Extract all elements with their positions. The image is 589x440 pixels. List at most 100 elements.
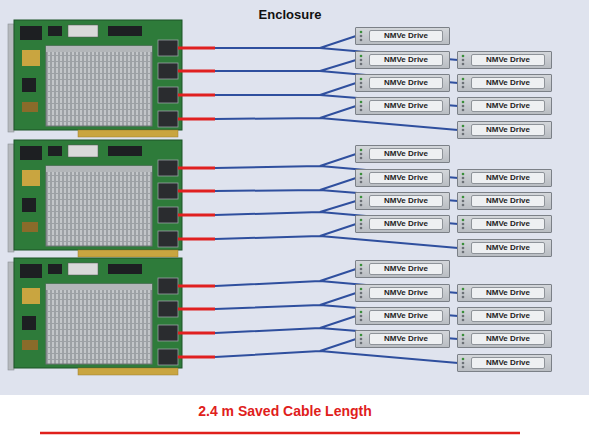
drive-led	[360, 268, 363, 271]
drive-label: NMVe Drive	[471, 242, 545, 254]
drive-label: NMVe Drive	[471, 333, 545, 345]
drive-label: NMVe Drive	[471, 77, 545, 89]
drive-led	[360, 63, 363, 66]
drive-led	[360, 59, 363, 62]
drive-label: NMVe Drive	[471, 54, 545, 66]
drive-led	[462, 358, 465, 361]
drive-leds	[458, 285, 470, 301]
drive-label: NMVe Drive	[471, 310, 545, 322]
drive-led	[360, 105, 363, 108]
drive-label: NMVe Drive	[369, 310, 443, 322]
drive-label: NMVe Drive	[471, 287, 545, 299]
drive-label: NMVe Drive	[369, 100, 443, 112]
drive-led	[360, 149, 363, 152]
nvme-drive: NMVe Drive	[355, 330, 450, 348]
drive-led	[462, 334, 465, 337]
nvme-drive: NMVe Drive	[355, 169, 450, 187]
drive-leds	[356, 331, 368, 347]
drive-led	[462, 338, 465, 341]
drive-label: NMVe Drive	[369, 263, 443, 275]
nvme-drive: NMVe Drive	[355, 192, 450, 210]
drive-leds	[458, 193, 470, 209]
drive-leds	[356, 216, 368, 232]
nvme-drive: NMVe Drive	[355, 97, 450, 115]
drive-led	[462, 125, 465, 128]
nvme-drive: NMVe Drive	[457, 169, 552, 187]
drive-led	[360, 219, 363, 222]
drive-label: NMVe Drive	[471, 100, 545, 112]
nvme-drive: NMVe Drive	[355, 145, 450, 163]
drive-label: NMVe Drive	[369, 287, 443, 299]
nvme-drive: NMVe Drive	[355, 284, 450, 302]
drive-led	[360, 223, 363, 226]
drive-led	[360, 101, 363, 104]
drive-leds	[356, 52, 368, 68]
drive-led	[462, 181, 465, 184]
drive-led	[462, 315, 465, 318]
drive-led	[462, 82, 465, 85]
drive-led	[462, 133, 465, 136]
drive-leds	[356, 170, 368, 186]
drive-leds	[458, 75, 470, 91]
drive-leds	[458, 240, 470, 256]
drive-led	[462, 362, 465, 365]
drive-led	[462, 219, 465, 222]
cable-length-bar	[40, 432, 520, 435]
nvme-drive: NMVe Drive	[457, 284, 552, 302]
drive-label: NMVe Drive	[369, 54, 443, 66]
drive-led	[360, 334, 363, 337]
split-cable	[215, 36, 458, 363]
nvme-drive: NMVe Drive	[457, 51, 552, 69]
drive-led	[360, 264, 363, 267]
nvme-drive: NMVe Drive	[457, 354, 552, 372]
drive-label: NMVe Drive	[369, 148, 443, 160]
nvme-drive: NMVe Drive	[457, 121, 552, 139]
drive-led	[360, 311, 363, 314]
nvme-drive: NMVe Drive	[457, 330, 552, 348]
drive-leds	[356, 146, 368, 162]
drive-label: NMVe Drive	[369, 172, 443, 184]
drive-led	[360, 86, 363, 89]
raid-card	[8, 140, 182, 257]
nvme-drive: NMVe Drive	[355, 51, 450, 69]
drive-leds	[356, 261, 368, 277]
drive-led	[462, 223, 465, 226]
drive-led	[360, 315, 363, 318]
drive-led	[360, 342, 363, 345]
drive-led	[462, 101, 465, 104]
drive-led	[360, 177, 363, 180]
drive-led	[462, 227, 465, 230]
nvme-drive: NMVe Drive	[355, 260, 450, 278]
drive-label: NMVe Drive	[471, 195, 545, 207]
nvme-drive: NMVe Drive	[355, 307, 450, 325]
drive-led	[360, 39, 363, 42]
drive-leds	[356, 28, 368, 44]
drive-led	[360, 153, 363, 156]
drive-label: NMVe Drive	[369, 333, 443, 345]
drive-led	[462, 177, 465, 180]
drive-led	[462, 296, 465, 299]
drive-led	[360, 204, 363, 207]
drive-led	[462, 105, 465, 108]
nvme-drive: NMVe Drive	[457, 97, 552, 115]
nvme-drive: NMVe Drive	[355, 27, 450, 45]
drive-led	[462, 63, 465, 66]
drive-led	[360, 292, 363, 295]
drive-led	[462, 247, 465, 250]
drive-led	[360, 82, 363, 85]
drive-leds	[356, 285, 368, 301]
drive-led	[360, 227, 363, 230]
drive-led	[360, 196, 363, 199]
drive-led	[360, 109, 363, 112]
drive-led	[462, 342, 465, 345]
drive-leds	[458, 122, 470, 138]
drive-led	[462, 311, 465, 314]
drive-leds	[458, 170, 470, 186]
drive-led	[360, 173, 363, 176]
drive-led	[360, 288, 363, 291]
drive-led	[462, 196, 465, 199]
drive-leds	[458, 98, 470, 114]
drive-label: NMVe Drive	[471, 218, 545, 230]
drive-led	[360, 319, 363, 322]
drive-led	[462, 292, 465, 295]
